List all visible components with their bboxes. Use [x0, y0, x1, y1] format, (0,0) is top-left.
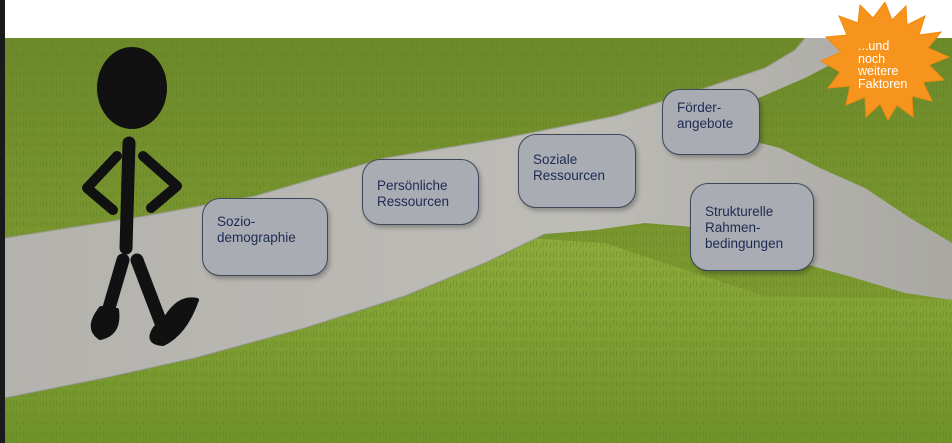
factor-label: Soziale Ressourcen: [533, 152, 606, 183]
factor-box-persoenliche-ressourcen: Persönliche Ressourcen: [362, 159, 479, 225]
stick-figure-left-foot: [90, 306, 120, 340]
stick-figure-right-foot: [149, 297, 199, 346]
factor-box-soziodemographie: Sozio- demographie: [202, 198, 328, 276]
factor-label: Persönliche Ressourcen: [377, 178, 450, 209]
factor-label: Strukturelle Rahmen- bedingungen: [705, 204, 784, 251]
slide-left-border: [0, 0, 5, 443]
stick-figure-left-arm: [82, 151, 122, 215]
factor-label: Förder- angebote: [677, 100, 734, 131]
stick-figure-left-leg: [102, 253, 130, 315]
stick-figure-torso: [119, 136, 136, 255]
factor-label: Sozio- demographie: [217, 214, 296, 245]
stick-figure-head: [97, 47, 167, 129]
park-path-scene: [5, 38, 952, 443]
factor-box-strukturelle-rahmenbedingungen: Strukturelle Rahmen- bedingungen: [690, 183, 814, 271]
burst-label: ...und noch weitere Faktoren: [858, 39, 908, 91]
factor-box-foerderangebote: Förder- angebote: [662, 89, 760, 155]
more-factors-burst: [819, 0, 951, 122]
stick-figure-right-arm: [138, 151, 182, 213]
stick-figure-right-leg: [130, 253, 168, 330]
stick-figure: [82, 47, 199, 346]
factor-box-soziale-ressourcen: Soziale Ressourcen: [518, 134, 636, 208]
